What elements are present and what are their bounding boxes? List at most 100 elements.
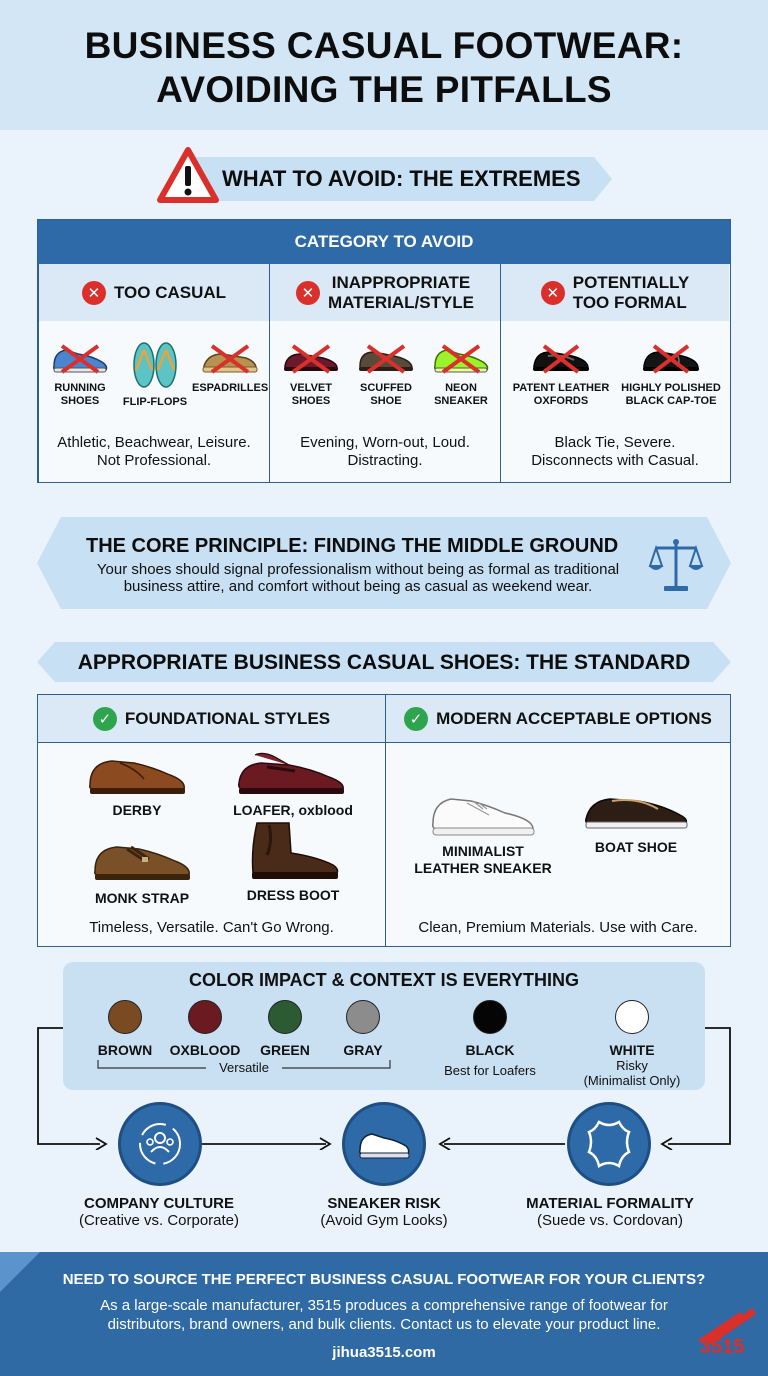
oxblood-swatch-dot bbox=[188, 1000, 222, 1034]
footer: NEED TO SOURCE THE PERFECT BUSINESS CASU… bbox=[0, 1252, 768, 1376]
swatch-name: WHITE bbox=[609, 1042, 655, 1058]
running-shoe-icon bbox=[53, 344, 108, 374]
avoid-col-description: Black Tie, Severe. Disconnects with Casu… bbox=[531, 434, 699, 469]
boat-shoe-icon bbox=[585, 798, 688, 829]
company-culture-circle bbox=[118, 1102, 202, 1186]
x-mark-icon: ✕ bbox=[295, 280, 320, 305]
swatch-name: BLACK bbox=[465, 1042, 515, 1058]
shoe-label: NEON SNEAKER bbox=[434, 382, 488, 407]
x-mark-icon: ✕ bbox=[540, 280, 565, 305]
shoe-item: DERBY bbox=[72, 749, 202, 819]
shoe-label: PATENT LEATHER OXFORDS bbox=[512, 382, 610, 407]
avoid-col-too-casual: ✕ TOO CASUAL RUNNING SHOES FLIP-FLOPS bbox=[38, 264, 269, 482]
context-subtitle: (Avoid Gym Looks) bbox=[320, 1212, 448, 1229]
avoid-heading: WHAT TO AVOID: THE EXTREMES bbox=[222, 166, 581, 191]
swatch-note: Best for Loafers bbox=[444, 1063, 536, 1078]
leather-hide-icon bbox=[587, 1120, 631, 1168]
principle-text-line-1: Your shoes should signal professionalism… bbox=[96, 561, 620, 578]
company-culture-label: COMPANY CULTURE (Creative vs. Corporate) bbox=[49, 1195, 269, 1229]
shoe-item: ESPADRILLES bbox=[192, 340, 268, 395]
scuffed-shoe-icon bbox=[359, 344, 413, 374]
corner-fold-decoration bbox=[0, 1252, 40, 1292]
shoe-item: NEON SNEAKER bbox=[423, 340, 499, 408]
context-subtitle: (Suede vs. Cordovan) bbox=[537, 1212, 683, 1229]
footer-heading: NEED TO SOURCE THE PERFECT BUSINESS CASU… bbox=[62, 1271, 706, 1288]
swatch-name: GRAY bbox=[343, 1042, 383, 1058]
standard-table: ✓ FOUNDATIONAL STYLES DERBY LOAFER, oxbl… bbox=[37, 694, 731, 947]
avoid-col-head: ✕ INAPPROPRIATE MATERIAL/STYLE bbox=[270, 264, 500, 321]
avoid-col-title: TOO CASUAL bbox=[113, 282, 227, 302]
color-heading: COLOR IMPACT & CONTEXT IS EVERYTHING bbox=[188, 970, 579, 990]
avoid-col-head: ✕ POTENTIALLY TOO FORMAL bbox=[501, 264, 729, 321]
avoid-col-too-formal: ✕ POTENTIALLY TOO FORMAL PATENT LEATHER … bbox=[500, 264, 729, 482]
foundational-styles: ✓ FOUNDATIONAL STYLES DERBY LOAFER, oxbl… bbox=[38, 695, 385, 946]
context-title: COMPANY CULTURE bbox=[84, 1195, 234, 1212]
green-swatch-dot bbox=[268, 1000, 302, 1034]
modern-head: ✓ MODERN ACCEPTABLE OPTIONS bbox=[386, 695, 730, 743]
minimalist-sneaker-icon bbox=[432, 798, 535, 836]
shoe-label: ESPADRILLES bbox=[192, 382, 269, 394]
title-band bbox=[0, 0, 768, 130]
sneaker-icon bbox=[359, 1133, 410, 1159]
principle-heading: THE CORE PRINCIPLE: FINDING THE MIDDLE G… bbox=[86, 535, 619, 557]
loafer-icon bbox=[238, 752, 344, 794]
standard-heading: APPROPRIATE BUSINESS CASUAL SHOES: THE S… bbox=[77, 651, 691, 674]
shoe-item: FLIP-FLOPS bbox=[118, 340, 192, 409]
shoe-item: BOAT SHOE bbox=[566, 787, 706, 856]
shoe-item: SCUFFED SHOE bbox=[349, 340, 423, 408]
shoe-label: DRESS BOOT bbox=[246, 887, 340, 903]
avoid-col-head: ✕ TOO CASUAL bbox=[39, 264, 269, 321]
avoid-col-title: INAPPROPRIATE MATERIAL/STYLE bbox=[327, 272, 475, 312]
sneaker-risk-circle bbox=[342, 1102, 426, 1186]
check-icon: ✓ bbox=[404, 706, 429, 731]
dress-boot-icon bbox=[251, 822, 339, 879]
people-cycle-icon bbox=[139, 1123, 181, 1165]
context-subtitle: (Creative vs. Corporate) bbox=[78, 1212, 240, 1229]
color-swatch-white: WHITE Risky (Minimalist Only) bbox=[570, 1000, 694, 1088]
patent-oxford-icon bbox=[533, 344, 589, 374]
modern-title: MODERN ACCEPTABLE OPTIONS bbox=[436, 708, 712, 728]
color-impact-box: COLOR IMPACT & CONTEXT IS EVERYTHING BRO… bbox=[63, 962, 705, 1090]
title-line-2: AVOIDING THE PITFALLS bbox=[156, 69, 612, 110]
context-title: SNEAKER RISK bbox=[327, 1195, 441, 1212]
color-swatch-oxblood: OXBLOOD bbox=[160, 1000, 250, 1058]
footer-url-link[interactable]: jihua3515.com bbox=[332, 1344, 436, 1361]
title-line-1: BUSINESS CASUAL FOOTWEAR: bbox=[84, 25, 684, 66]
white-swatch-dot bbox=[615, 1000, 649, 1034]
footer-text-line-1: As a large-scale manufacturer, 3515 prod… bbox=[100, 1297, 668, 1314]
avoid-col-title: POTENTIALLY TOO FORMAL bbox=[572, 272, 690, 312]
x-mark-icon: ✕ bbox=[81, 280, 106, 305]
shoe-label: RUNNING SHOES bbox=[54, 382, 106, 407]
scales-icon bbox=[648, 539, 704, 591]
versatile-bracket bbox=[97, 1060, 391, 1069]
shoe-item: LOAFER, oxblood bbox=[218, 749, 368, 819]
color-swatch-brown: BROWN bbox=[80, 1000, 170, 1058]
foundational-description: Timeless, Versatile. Can't Go Wrong. bbox=[89, 919, 334, 936]
avoid-col-inappropriate: ✕ INAPPROPRIATE MATERIAL/STYLE VELVET SH… bbox=[269, 264, 500, 482]
color-swatch-green: GREEN bbox=[240, 1000, 330, 1058]
shoe-label: MINIMALIST LEATHER SNEAKER bbox=[414, 843, 552, 876]
swatch-name: OXBLOOD bbox=[169, 1042, 241, 1058]
brown-swatch-dot bbox=[108, 1000, 142, 1034]
swatch-name: GREEN bbox=[260, 1042, 310, 1058]
shoe-item: DRESS BOOT bbox=[228, 819, 358, 904]
shoe-item: MINIMALIST LEATHER SNEAKER bbox=[408, 787, 558, 877]
footer-text-line-2: distributors, brand owners, and bulk cli… bbox=[107, 1316, 661, 1333]
espadrille-icon bbox=[202, 344, 258, 374]
warning-icon bbox=[157, 147, 219, 203]
principle-ribbon bbox=[37, 517, 731, 609]
shoe-label: MONK STRAP bbox=[94, 890, 190, 906]
shoe-label: SCUFFED SHOE bbox=[360, 382, 412, 407]
flow-connectors bbox=[37, 1027, 731, 1150]
context-title: MATERIAL FORMALITY bbox=[526, 1195, 694, 1212]
shoe-item: MONK STRAP bbox=[72, 831, 212, 907]
principle-text-line-2: business attire, and comfort without bei… bbox=[123, 578, 593, 595]
modern-options: ✓ MODERN ACCEPTABLE OPTIONS MINIMALIST L… bbox=[385, 695, 730, 946]
color-swatch-gray: GRAY bbox=[318, 1000, 408, 1058]
flip-flops-icon bbox=[133, 342, 177, 388]
avoid-table: CATEGORY TO AVOID ✕ TOO CASUAL RUNNING S… bbox=[37, 219, 731, 483]
shoe-label: HIGHLY POLISHED BLACK CAP-TOE bbox=[621, 382, 721, 407]
avoid-heading-ribbon bbox=[172, 157, 612, 201]
shoe-item: PATENT LEATHER OXFORDS bbox=[507, 340, 615, 408]
check-icon: ✓ bbox=[92, 706, 117, 731]
